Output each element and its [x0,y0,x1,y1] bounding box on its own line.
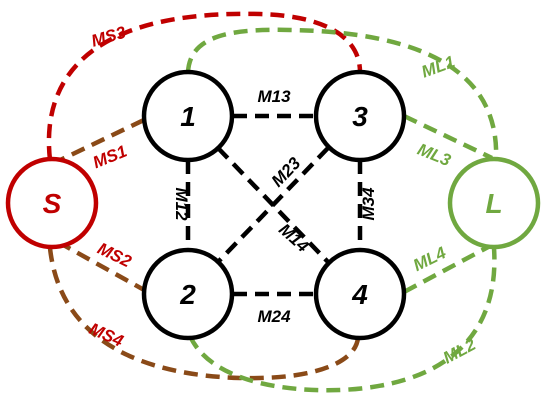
node-1-label: 1 [180,101,196,132]
label-m24: M24 [257,307,291,326]
edge-ms4 [47,247,361,381]
label-ms1: MS1 [90,142,130,173]
node-4 [313,247,407,341]
label-ms4: MS4 [86,319,126,351]
label-ml3: ML3 [415,140,454,171]
node-load-label: L [485,188,502,219]
edge-ml2 [187,247,497,393]
label-ms3: MS3 [89,23,128,51]
label-m12: M12 [172,187,191,221]
label-ml1: ML1 [419,52,457,81]
edge-ml3 [403,113,493,161]
edge-ms1 [51,116,147,167]
node-1 [141,69,235,163]
label-m23: M23 [268,153,305,190]
label-m34: M34 [359,187,378,221]
node-source-label: S [43,188,62,219]
node-3 [313,69,407,163]
edge-ml1 [185,27,499,161]
node-2 [141,247,235,341]
node-2-label: 2 [179,279,196,310]
edge-ms3 [46,11,363,161]
node-load [447,156,541,250]
edge-ms2 [56,240,148,293]
label-m14: M14 [275,220,313,257]
label-m13: M13 [257,87,291,106]
edge-m23 [216,146,330,264]
node-source [5,156,99,250]
label-ml2: ML2 [440,335,479,368]
edge-ml4 [402,243,494,294]
node-4-label: 4 [351,279,368,310]
node-3-label: 3 [352,101,368,132]
